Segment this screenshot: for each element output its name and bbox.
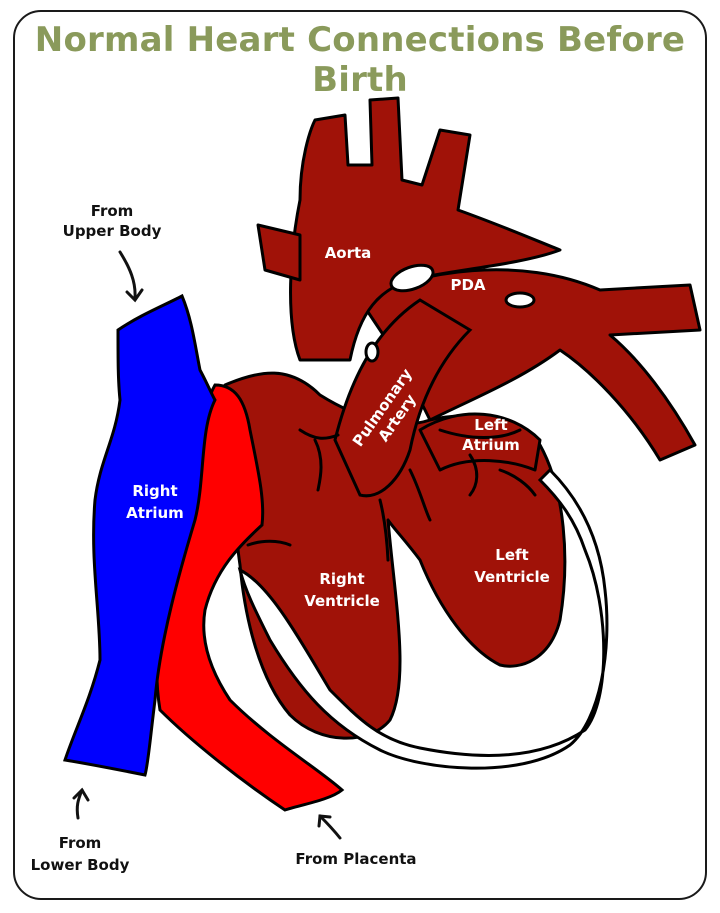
label-aorta: Aorta — [325, 244, 372, 262]
label-from-placenta: From Placenta — [295, 850, 416, 868]
label-left-ventricle-line1: Left — [495, 546, 528, 564]
label-right-ventricle-line1: Right — [319, 570, 364, 588]
label-right-ventricle-line2: Ventricle — [304, 592, 380, 610]
label-left-ventricle-line2: Ventricle — [474, 568, 550, 586]
aorta-opening — [366, 343, 378, 361]
arrow-lower-body-icon — [74, 790, 88, 818]
label-lower-body-line1: From — [59, 834, 102, 852]
label-upper-body-line2: Upper Body — [63, 222, 162, 240]
label-right-atrium-line2: Atrium — [126, 504, 184, 522]
label-left-atrium-line2: Atrium — [462, 436, 520, 454]
label-pda: PDA — [450, 276, 485, 294]
label-lower-body-line2: Lower Body — [31, 856, 130, 874]
aorta-left-branch — [258, 225, 300, 280]
label-right-atrium-line1: Right — [132, 482, 177, 500]
pulmonary-opening — [506, 293, 534, 307]
arrow-placenta-icon — [319, 816, 340, 838]
arrow-upper-body-icon — [120, 252, 142, 300]
label-left-atrium-line1: Left — [474, 416, 507, 434]
label-upper-body-line1: From — [91, 202, 134, 220]
